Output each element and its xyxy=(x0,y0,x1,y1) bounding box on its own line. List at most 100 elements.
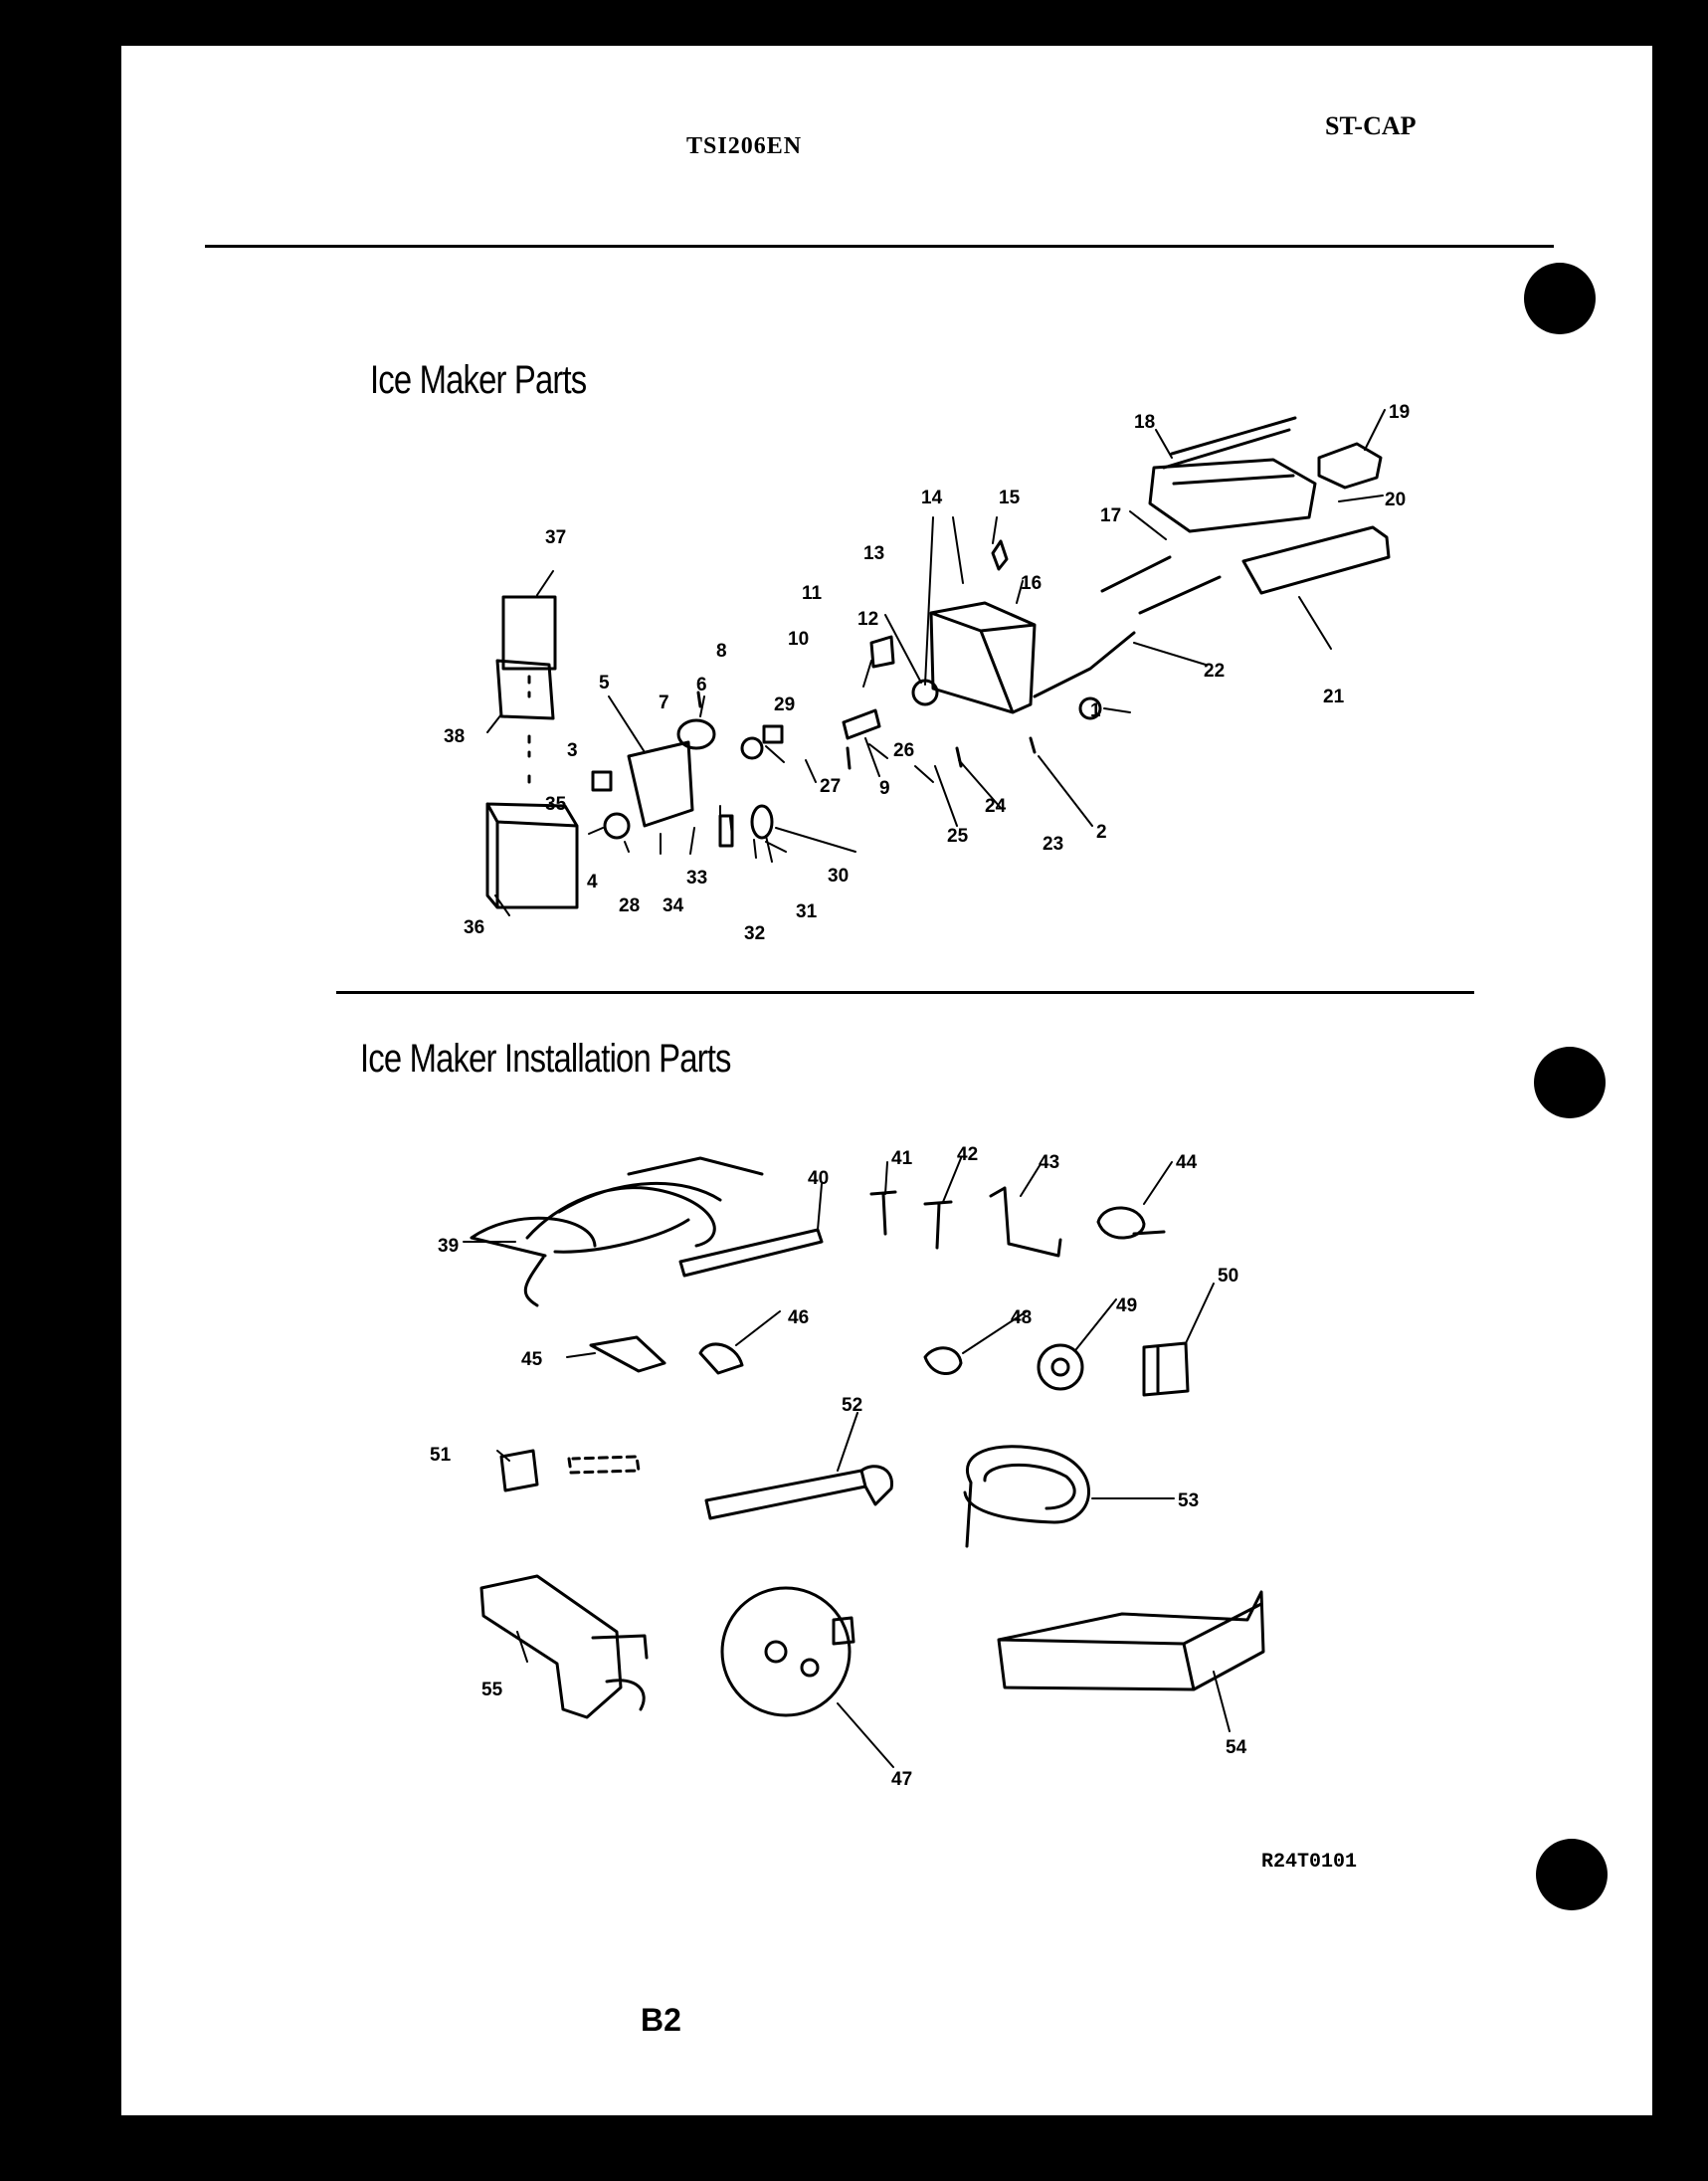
label-part-20: 20 xyxy=(1385,490,1406,510)
label-part-26: 26 xyxy=(893,740,914,761)
label-part-25: 25 xyxy=(947,826,969,847)
label-part-42: 42 xyxy=(957,1144,978,1165)
figure-code: R24T0101 xyxy=(1261,1851,1358,1874)
part-45-clip xyxy=(589,1335,666,1373)
label-part-7: 7 xyxy=(659,693,669,713)
label-part-33: 33 xyxy=(686,868,707,889)
installation-parts-title: Ice Maker Installation Parts xyxy=(360,1037,731,1081)
label-part-49: 49 xyxy=(1116,1295,1137,1316)
part-52-fill-tube xyxy=(704,1465,893,1520)
part-51-connector xyxy=(499,1449,539,1492)
label-part-47: 47 xyxy=(891,1769,912,1790)
label-part-14: 14 xyxy=(921,488,943,508)
part-16-housing xyxy=(929,601,1037,714)
section-divider xyxy=(336,991,1474,994)
part-4-gear xyxy=(603,812,631,840)
label-part-32: 32 xyxy=(744,923,765,944)
label-part-24: 24 xyxy=(985,796,1007,817)
kit-washer xyxy=(764,1640,788,1664)
label-part-55: 55 xyxy=(481,1680,503,1700)
binder-hole-top xyxy=(1524,263,1596,334)
part-54-ice-bin xyxy=(997,1590,1265,1691)
part-50 xyxy=(1142,1341,1190,1397)
label-part-38: 38 xyxy=(444,726,465,747)
part-18-ejector xyxy=(1162,416,1297,470)
label-part-36: 36 xyxy=(464,917,484,938)
part-40-channel xyxy=(678,1228,824,1278)
label-part-19: 19 xyxy=(1389,402,1410,423)
label-part-28: 28 xyxy=(619,895,640,916)
mold-heater xyxy=(1100,555,1222,615)
label-part-22: 22 xyxy=(1204,661,1225,682)
small-screws xyxy=(696,691,1037,770)
part-7-motor xyxy=(676,718,716,750)
label-part-2: 2 xyxy=(1096,822,1107,843)
part-22-shutoff-arm xyxy=(1033,631,1136,698)
part-31 xyxy=(750,804,774,840)
part-17-mold xyxy=(1148,458,1317,533)
sheet-id: B2 xyxy=(641,2002,681,2038)
part-47-kit xyxy=(720,1586,852,1717)
label-part-44: 44 xyxy=(1176,1152,1198,1173)
label-part-37: 37 xyxy=(545,527,566,548)
label-part-54: 54 xyxy=(1226,1737,1247,1758)
label-part-23: 23 xyxy=(1043,834,1063,855)
catalog-code: ST-CAP xyxy=(1325,111,1417,140)
part-5-mounting-plate xyxy=(627,740,694,828)
label-part-48: 48 xyxy=(1011,1307,1032,1328)
label-part-18: 18 xyxy=(1134,412,1155,433)
label-part-12: 12 xyxy=(857,609,878,630)
label-part-17: 17 xyxy=(1100,505,1121,526)
part-3 xyxy=(591,770,613,792)
label-part-45: 45 xyxy=(521,1349,543,1370)
part-43-bracket xyxy=(989,1186,1062,1258)
label-part-31: 31 xyxy=(796,901,818,922)
ice-maker-parts-title: Ice Maker Parts xyxy=(370,358,587,402)
part-41-42-screws xyxy=(869,1190,953,1250)
label-part-10: 10 xyxy=(788,629,809,650)
label-part-4: 4 xyxy=(587,872,598,892)
part-44-clamp xyxy=(1096,1206,1166,1240)
label-part-46: 46 xyxy=(788,1307,809,1328)
part-8 xyxy=(740,736,764,760)
part-48-fitting xyxy=(923,1346,963,1375)
part-21-stripper xyxy=(1241,525,1391,595)
label-part-53: 53 xyxy=(1178,1490,1199,1511)
grommet-hole xyxy=(1050,1357,1070,1377)
part-9-lever xyxy=(842,708,881,740)
binder-hole-middle xyxy=(1534,1047,1606,1118)
model-number: TSI206EN xyxy=(686,133,803,159)
part-15-clip xyxy=(991,539,1009,571)
label-part-1: 1 xyxy=(1090,700,1101,721)
label-part-41: 41 xyxy=(891,1148,913,1169)
label-part-27: 27 xyxy=(820,776,841,797)
part-36-cover xyxy=(485,802,579,909)
label-part-6: 6 xyxy=(696,675,707,695)
label-part-15: 15 xyxy=(999,488,1021,508)
part-55-water-valve xyxy=(479,1574,649,1719)
label-part-50: 50 xyxy=(1218,1266,1238,1287)
part-39-wiring-harness xyxy=(470,1156,764,1307)
label-part-9: 9 xyxy=(879,778,890,799)
label-part-30: 30 xyxy=(828,866,849,887)
label-part-43: 43 xyxy=(1039,1152,1059,1173)
label-part-51: 51 xyxy=(430,1445,452,1466)
part-19 xyxy=(1317,442,1383,490)
label-part-35: 35 xyxy=(545,794,567,815)
label-part-13: 13 xyxy=(863,543,884,564)
label-part-11: 11 xyxy=(802,583,823,604)
parts-page xyxy=(121,46,1652,2115)
kit-clip xyxy=(832,1616,855,1646)
part-29 xyxy=(762,724,784,744)
part-12-switch xyxy=(869,635,895,669)
part-38-plate xyxy=(495,659,555,720)
label-part-3: 3 xyxy=(567,740,578,761)
label-part-29: 29 xyxy=(774,694,795,715)
header-rule xyxy=(205,245,1554,248)
label-part-8: 8 xyxy=(716,641,727,662)
label-part-39: 39 xyxy=(438,1236,459,1257)
part-53-water-tubing xyxy=(963,1445,1090,1548)
part-46-clip xyxy=(698,1342,744,1375)
label-part-52: 52 xyxy=(842,1395,862,1416)
